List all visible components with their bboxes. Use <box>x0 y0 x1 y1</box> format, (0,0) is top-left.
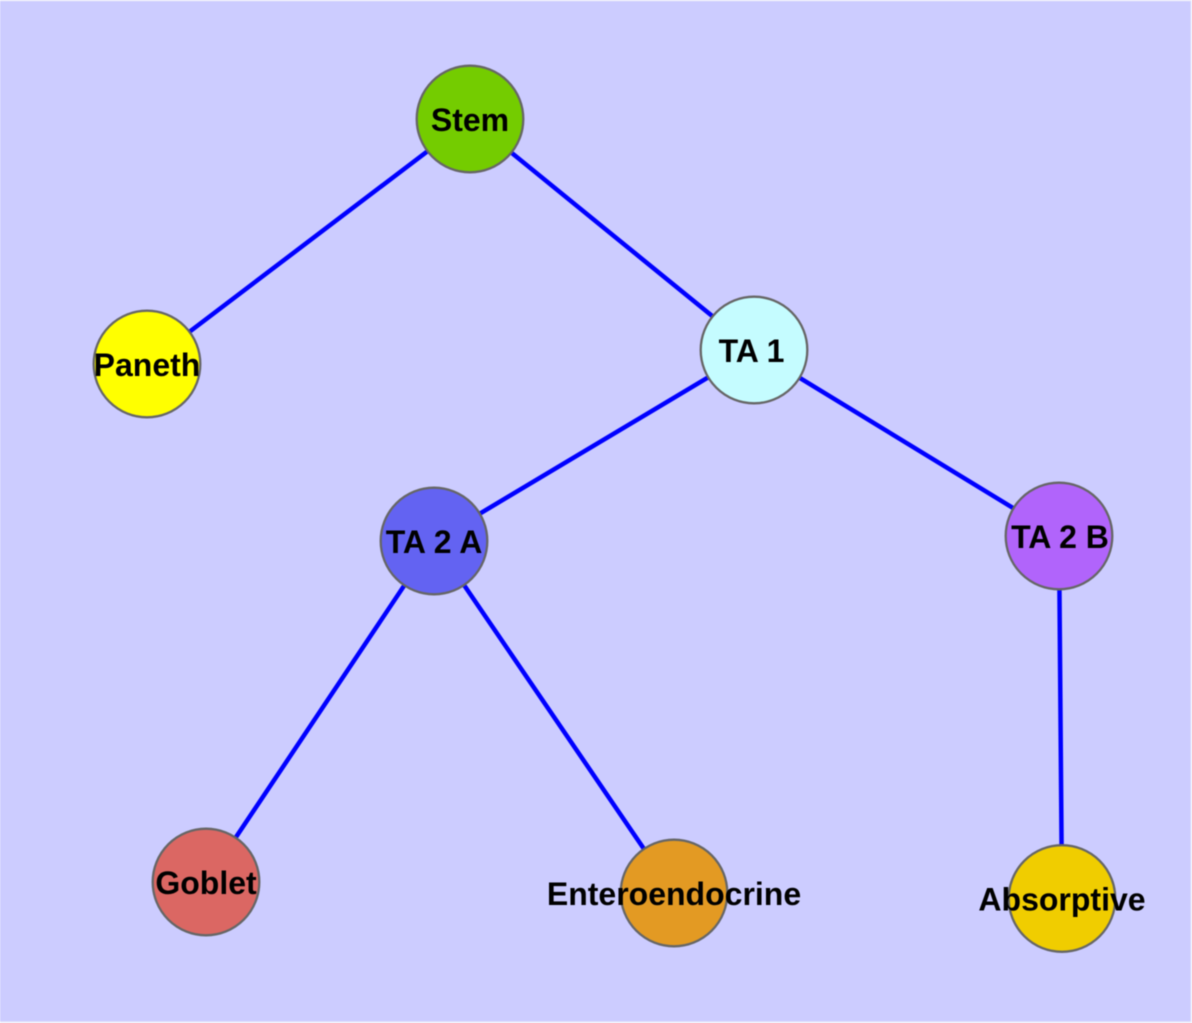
svg-text:Paneth: Paneth <box>94 347 201 383</box>
svg-text:TA 2 B: TA 2 B <box>1011 519 1109 555</box>
svg-text:TA 1: TA 1 <box>719 333 785 369</box>
svg-text:Goblet: Goblet <box>155 865 257 901</box>
svg-text:TA 2 A: TA 2 A <box>386 524 483 560</box>
svg-text:Enteroendocrine: Enteroendocrine <box>547 876 801 912</box>
svg-text:Absorptive: Absorptive <box>978 882 1145 918</box>
svg-text:Stem: Stem <box>431 102 509 138</box>
